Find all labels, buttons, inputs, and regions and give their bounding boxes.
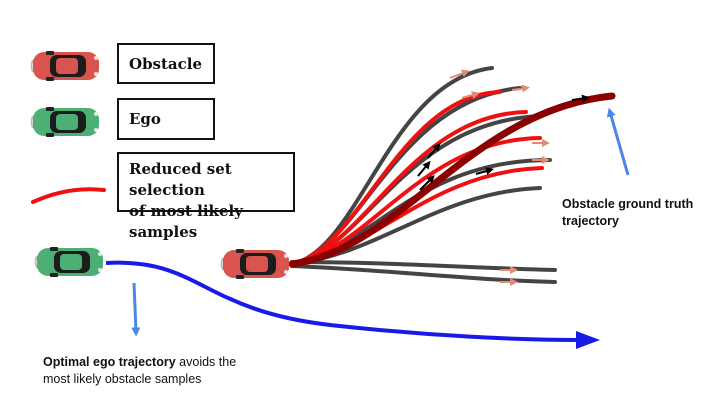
direction-arrow — [511, 84, 530, 93]
ego-caption-bold: Optimal ego trajectory — [43, 355, 176, 369]
direction-arrow — [427, 142, 441, 159]
ground-truth-trajectory — [288, 92, 616, 268]
sample-trajectories — [288, 66, 616, 284]
direction-arrow — [571, 94, 590, 103]
ground-truth-caption: Obstacle ground truth trajectory — [562, 196, 693, 230]
samples-legend-label-line1: Reduced set selection — [129, 160, 232, 199]
ground-truth-caption-line1: Obstacle ground truth — [562, 197, 694, 211]
ego-caption-line1: Optimal ego trajectory avoids the — [43, 354, 236, 371]
gray-sample-trajectory — [290, 260, 557, 272]
ego-trajectory-arrowhead — [576, 331, 600, 349]
obstacle-car — [220, 248, 290, 280]
direction-arrow — [475, 167, 494, 175]
direction-arrow — [461, 91, 480, 99]
direction-arrow — [417, 160, 431, 177]
red-sample-trajectory — [290, 90, 502, 266]
obstacle-legend-box: Obstacle — [117, 43, 215, 84]
direction-arrow — [449, 69, 470, 79]
ego-legend-label: Ego — [129, 110, 161, 128]
ego-trajectory-caption: Optimal ego trajectory avoids the most l… — [43, 354, 236, 388]
direction-arrow — [419, 175, 435, 191]
ground-truth-caption-line2: trajectory — [562, 214, 619, 228]
ego-legend-box: Ego — [117, 98, 215, 140]
gray-sample-trajectory — [290, 264, 557, 284]
red-sample-trajectory — [290, 110, 528, 266]
ground-truth-pointer-arrow — [606, 107, 630, 176]
sample-legend-line — [31, 187, 106, 204]
ego-car — [34, 246, 104, 278]
obstacle-legend-label: Obstacle — [129, 54, 203, 73]
ego-trajectory-line — [105, 260, 579, 342]
ego-pointer-arrow — [131, 282, 141, 337]
ego-caption-rest: avoids the — [175, 355, 237, 369]
ego-caption-line2: most likely obstacle samples — [43, 372, 202, 386]
obstacle-car-icon — [30, 50, 100, 82]
sample-direction-arrows — [417, 69, 590, 286]
samples-legend-box: Reduced set selection of most likely sam… — [117, 152, 295, 241]
ego-car-icon — [30, 106, 100, 138]
samples-legend-label-line2: of most likely samples — [129, 202, 243, 241]
